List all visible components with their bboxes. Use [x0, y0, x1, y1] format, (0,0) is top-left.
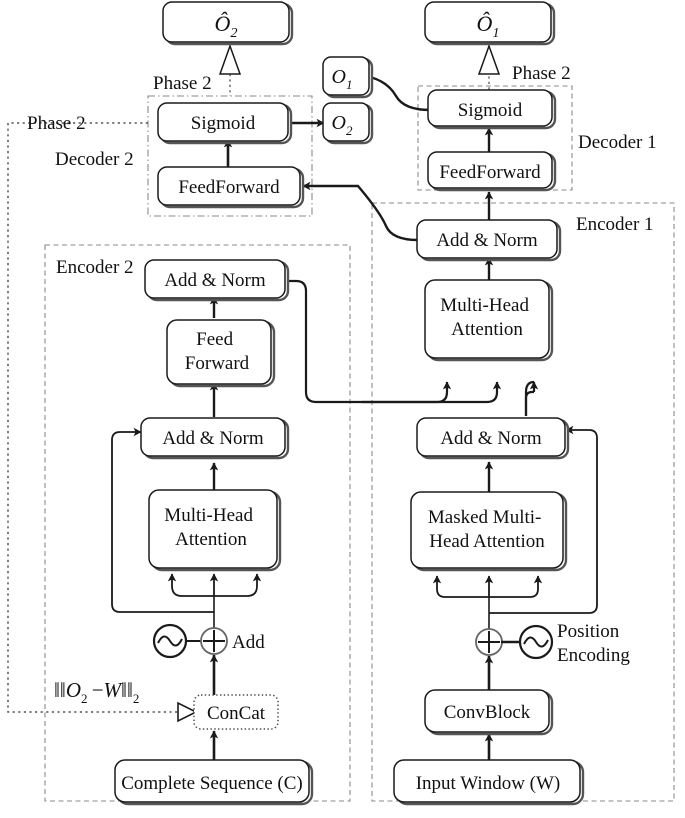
- label-concat: ConCat: [207, 703, 266, 724]
- phase2-left-dotted-path: [7, 122, 178, 713]
- label-input-window: Input Window (W): [416, 773, 561, 794]
- label-o1-output: O1: [332, 66, 353, 92]
- label-o2-hat: Ô2: [215, 11, 238, 41]
- label-multi-head-attention-encoder2: Multi-Head Attention: [164, 505, 257, 550]
- label-complete-sequence: Complete Sequence (C): [121, 773, 303, 794]
- sine-wave-icon-right: [518, 624, 554, 660]
- edge-e1-addnorm-riser: [524, 390, 534, 416]
- plus-circle-icon: [200, 627, 228, 655]
- label-phase2-right: Phase 2: [512, 63, 571, 84]
- hollow-arrow-concat-input: [177, 701, 198, 723]
- label-decoder-1: Decoder 1: [578, 132, 657, 153]
- label-phase2-left: Phase 2: [27, 113, 86, 134]
- edge-masked-mha-q: [432, 575, 489, 598]
- svg-text:‖‖O2 −W‖‖2: ‖‖O2 −W‖‖2: [54, 678, 139, 706]
- edge-e1-addnorm-to-mha-right: [524, 380, 535, 416]
- edge-d1-sigmoid-to-o1: [359, 72, 431, 112]
- edge-e1-residual-bottom: [489, 425, 598, 614]
- edge-e1-addnorm-to-decoder2-ff: [302, 181, 419, 242]
- label-sigmoid-decoder2: Sigmoid: [191, 113, 256, 134]
- label-sigmoid-decoder1: Sigmoid: [458, 100, 523, 121]
- edge-e2-mha-q: [167, 573, 214, 597]
- region-encoder-1: [371, 202, 675, 802]
- label-decoder-2: Decoder 2: [55, 149, 134, 170]
- label-add-annotation: Add: [232, 632, 265, 653]
- label-loss-norm: ‖‖O2 −W‖‖2: [54, 678, 139, 706]
- label-add-norm-encoder1-top: Add & Norm: [436, 230, 538, 251]
- label-o2-output: O2: [332, 112, 353, 138]
- label-feedforward-decoder2: FeedForward: [178, 177, 280, 198]
- edge-e2-out-to-e1-mha-mid: [362, 381, 452, 404]
- label-add-norm-encoder1-bottom: Add & Norm: [440, 428, 542, 449]
- plus-circle-icon-right: [475, 628, 503, 656]
- label-convblock: ConvBlock: [444, 702, 531, 723]
- label-position-encoding: Position Encoding: [557, 621, 630, 666]
- label-encoder-2: Encoder 2: [56, 257, 134, 278]
- hollow-arrow-o2hat: [218, 43, 242, 75]
- label-feed-forward-encoder2: Feed Forward: [185, 329, 250, 374]
- block-concat[interactable]: [193, 694, 279, 730]
- label-feedforward-decoder1: FeedForward: [439, 162, 541, 183]
- hollow-arrow-o1hat: [477, 43, 501, 75]
- label-add-norm-encoder2-bottom: Add & Norm: [162, 428, 264, 449]
- label-phase2-top-left: Phase 2: [153, 73, 212, 94]
- label-multi-head-attention-encoder1: Multi-Head Attention: [440, 295, 533, 340]
- sine-wave-icon: [152, 623, 188, 659]
- label-encoder-1: Encoder 1: [576, 214, 654, 235]
- label-masked-multi-head-attention: Masked Multi- Head Attention: [428, 507, 546, 552]
- edge-e2-mha-v: [214, 573, 262, 597]
- edge-e2-out-to-e1-mha-left: [286, 279, 502, 404]
- label-add-norm-encoder2-top: Add & Norm: [164, 270, 266, 291]
- region-decoder-2: [147, 95, 313, 217]
- edge-masked-mha-v: [489, 575, 543, 598]
- edge-e2-residual-bottom: [111, 427, 214, 613]
- label-o1-hat: Ô1: [477, 11, 500, 41]
